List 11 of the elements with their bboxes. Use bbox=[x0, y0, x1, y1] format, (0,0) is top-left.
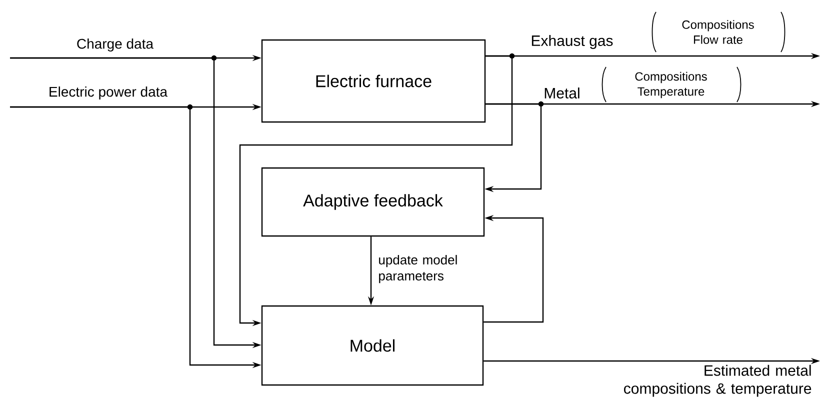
block-box: Model bbox=[261, 305, 484, 386]
block-box: Electric furnace bbox=[261, 39, 486, 123]
block-box: Adaptive feedback bbox=[261, 167, 485, 237]
edge-label: Electric power data bbox=[50, 86, 168, 100]
edge-label: Exhaust gas bbox=[532, 35, 613, 49]
edge-label: update model parameters bbox=[379, 254, 457, 284]
edge-label: Estimated metal compositions & temperature bbox=[624, 364, 812, 397]
signal-note: Compositions Flow rate bbox=[682, 20, 754, 44]
edge-label: Metal bbox=[544, 88, 580, 98]
edge-label: Charge data bbox=[77, 38, 154, 52]
signal-note: Compositions Temperature bbox=[635, 72, 707, 98]
